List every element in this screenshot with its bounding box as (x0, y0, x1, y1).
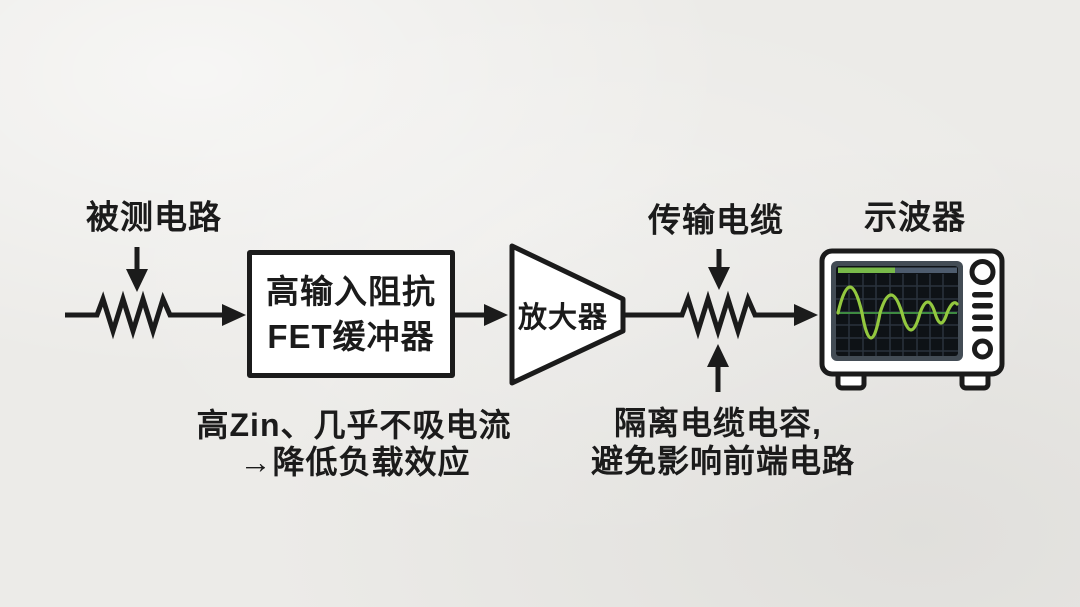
amplifier-label: 放大器 (517, 302, 609, 334)
buffer-note-line2: →降低负载效应 (239, 444, 471, 480)
arrowhead-into-buffer (222, 304, 246, 326)
amplifier-triangle (509, 243, 626, 386)
buffer-note-line1: 高Zin、几乎不吸电流 (196, 407, 512, 443)
buffer-box-line1: 高输入阻抗 (266, 273, 436, 310)
scope-button-bar-1 (972, 292, 993, 298)
scope-screen (836, 266, 958, 356)
scope-sine-trace (836, 285, 959, 340)
scope-knob-bottom (972, 338, 993, 360)
source-arrow-down-icon (126, 247, 148, 292)
scope-statusbar-gray (895, 267, 957, 273)
source-resistor-symbol (65, 290, 246, 340)
scope-button-bar-3 (972, 314, 993, 320)
arrowhead-into-amp (484, 304, 508, 326)
oscilloscope-icon (819, 248, 1005, 391)
fet-buffer-box: 高输入阻抗 FET缓冲器 (247, 250, 455, 378)
scope-knob-top (969, 259, 996, 285)
cable-label: 传输电缆 (648, 201, 784, 239)
cable-note-line1: 隔离电缆电容, (614, 405, 822, 441)
source-label: 被测电路 (86, 198, 222, 236)
scope-button-bar-4 (972, 326, 993, 332)
arrowhead-into-scope (794, 304, 818, 326)
scope-button-bar-2 (972, 303, 993, 309)
buffer-to-amp-connector (455, 304, 508, 326)
cable-arrow-up-icon (707, 344, 729, 392)
cable-note-line2: 避免影响前端电路 (590, 443, 856, 479)
cable-arrow-down-icon (708, 249, 730, 290)
scope-statusbar-green (838, 267, 895, 273)
cable-resistor-symbol (624, 290, 818, 340)
scope-label: 示波器 (864, 198, 966, 236)
buffer-box-line2: FET缓冲器 (267, 318, 435, 355)
